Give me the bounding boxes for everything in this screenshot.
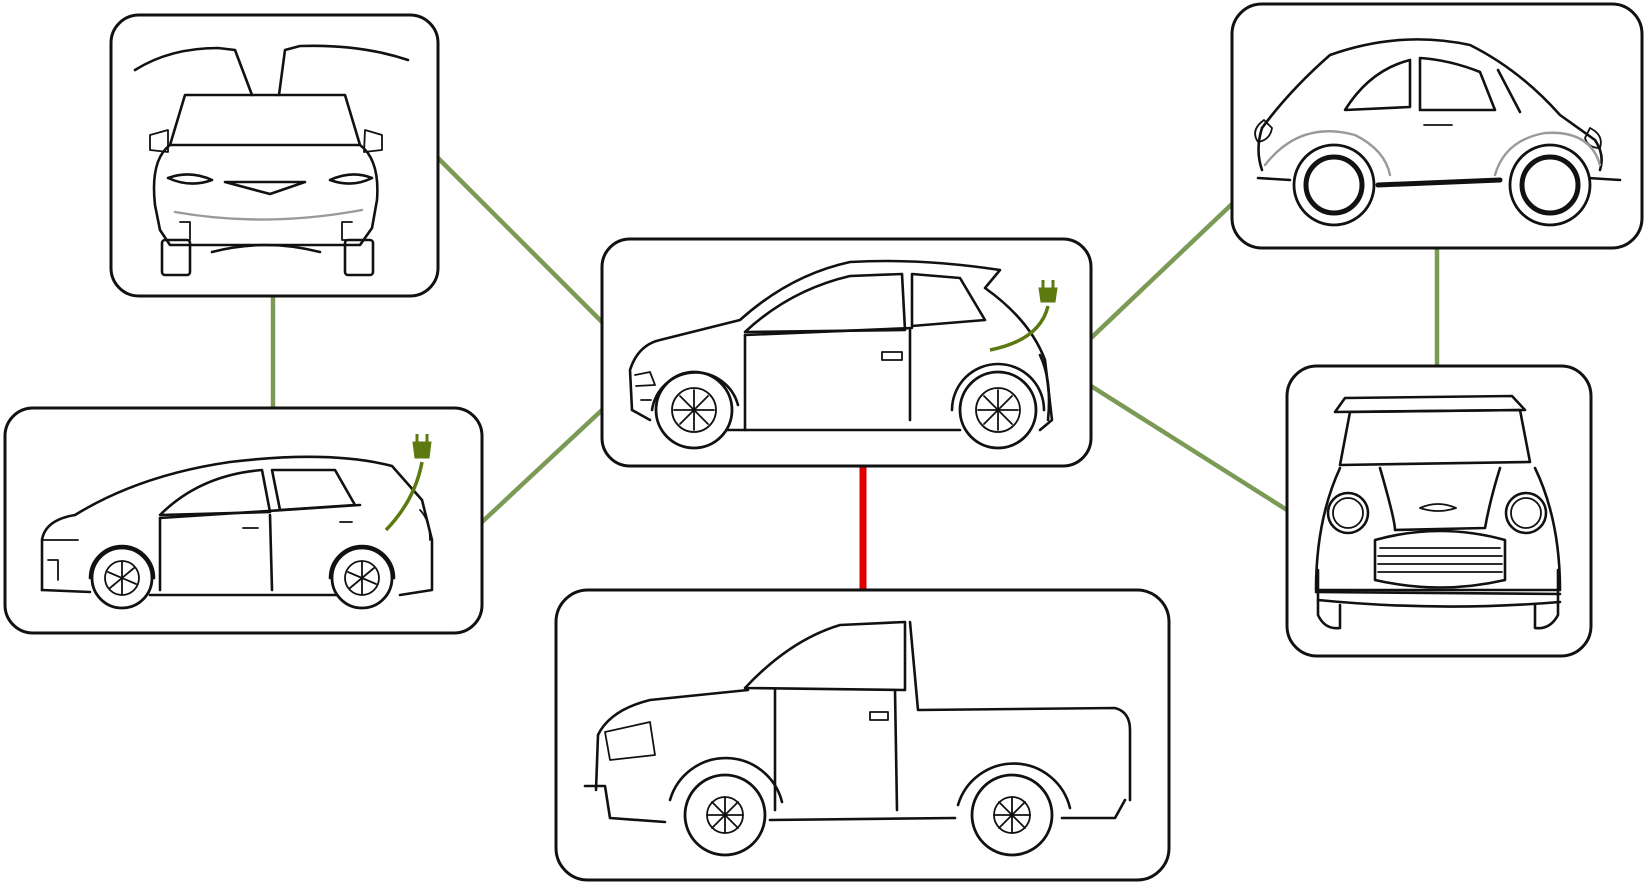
node-center[interactable]	[602, 239, 1091, 466]
edge-mid-left-center	[482, 410, 602, 522]
edge-top-left-center	[435, 155, 602, 322]
node-top-right[interactable]	[1232, 4, 1642, 248]
node-top-left[interactable]	[111, 15, 438, 296]
node-mid-right[interactable]	[1287, 366, 1591, 656]
node-bottom[interactable]	[556, 590, 1169, 880]
edge-center-mid-right	[1091, 386, 1287, 510]
edge-center-top-right	[1091, 204, 1232, 338]
node-mid-left[interactable]	[5, 408, 482, 633]
